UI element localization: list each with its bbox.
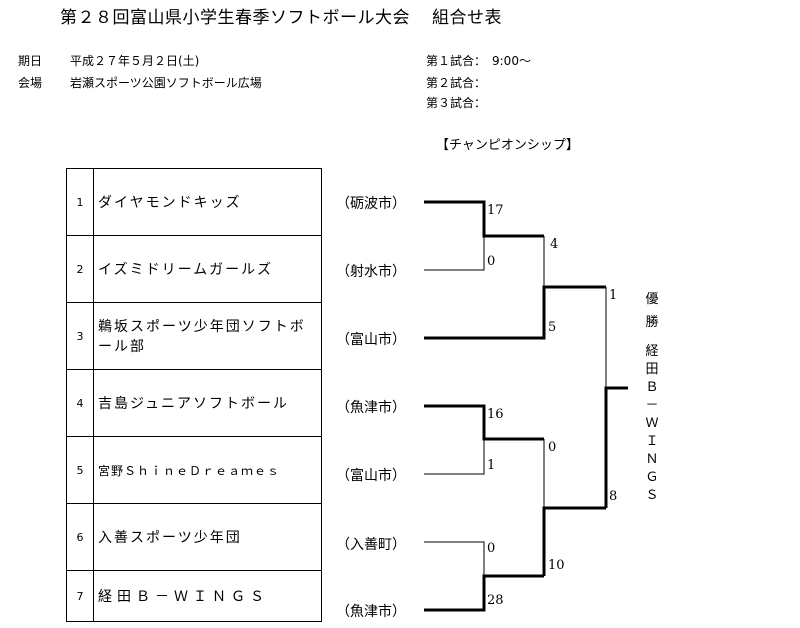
- team-row: 4 吉島ジュニアソフトボール: [66, 369, 322, 437]
- score-sf1-bottom: 5: [548, 320, 557, 335]
- score-sf2-bottom: 10: [548, 558, 565, 573]
- team-name: 宮野ＳｈｉｎｅＤｒｅａｍｅｓ: [93, 436, 322, 504]
- champion-name-char: －: [645, 398, 659, 413]
- score-m1-bottom: 0: [487, 254, 496, 269]
- venue-label: 会場: [18, 76, 43, 90]
- team-city: （砺波市）: [336, 196, 406, 212]
- bracket-title: 【チャンピオンシップ】: [436, 138, 579, 153]
- score-sf1-top: 4: [550, 237, 559, 252]
- team-city: （富山市）: [336, 332, 406, 348]
- champion-label-char: 優: [645, 292, 659, 307]
- team-name: 経田Ｂ－ＷＩＮＧＳ: [93, 570, 322, 622]
- title-sub: 組合せ表: [432, 8, 502, 28]
- date-row: 期日 平成２７年５月２日(土): [18, 52, 199, 69]
- champion-label: 優 勝: [642, 288, 662, 330]
- score-sf2-top: 0: [548, 440, 557, 455]
- champion-name-char: Ｉ: [645, 434, 659, 449]
- team-number: 5: [66, 436, 94, 504]
- team-number: 2: [66, 235, 94, 303]
- team-number: 4: [66, 369, 94, 437]
- venue-row: 会場 岩瀬スポーツ公園ソフトボール広場: [18, 74, 262, 91]
- team-row: 1 ダイヤモンドキッズ: [66, 168, 322, 236]
- page-title: 第２８回富山県小学生春季ソフトボール大会 組合せ表: [60, 3, 502, 28]
- team-city: （魚津市）: [336, 400, 406, 416]
- team-name: ダイヤモンドキッズ: [93, 168, 322, 236]
- score-final-top: 1: [609, 288, 618, 303]
- team-row: 5 宮野ＳｈｉｎｅＤｒｅａｍｅｓ: [66, 436, 322, 504]
- team-row: 7 経田Ｂ－ＷＩＮＧＳ: [66, 570, 322, 622]
- team-row: 6 入善スポーツ少年団: [66, 503, 322, 571]
- champion-label-char: 勝: [645, 315, 659, 330]
- team-name: 吉島ジュニアソフトボール: [93, 369, 322, 437]
- team-city: （富山市）: [336, 468, 406, 484]
- team-city: （射水市）: [336, 264, 406, 280]
- match1-time: 第１試合： 9:00～: [426, 54, 531, 68]
- team-name: 鵜坂スポーツ少年団ソフトボール部: [93, 302, 322, 370]
- team-table: 1 ダイヤモンドキッズ 2 イズミドリームガールズ 3 鵜坂スポーツ少年団ソフト…: [66, 168, 322, 622]
- score-m3-top: 0: [487, 541, 496, 556]
- champion-name-char: Ｗ: [645, 416, 659, 431]
- team-row: 3 鵜坂スポーツ少年団ソフトボール部: [66, 302, 322, 370]
- score-m2-top: 16: [487, 407, 504, 422]
- champion-name-char: 経: [645, 344, 659, 359]
- champion-name-char: Ｎ: [645, 452, 659, 467]
- champion-name-char: 田: [645, 362, 659, 377]
- champion-name: 経 田 Ｂ － Ｗ Ｉ Ｎ Ｇ Ｓ: [642, 343, 662, 505]
- title-main: 第２８回富山県小学生春季ソフトボール大会: [60, 8, 410, 28]
- score-m1-top: 17: [487, 203, 504, 218]
- venue-value: 岩瀬スポーツ公園ソフトボール広場: [70, 76, 262, 90]
- match3-time: 第３試合：: [426, 96, 487, 110]
- champion-name-char: Ｂ: [645, 380, 659, 395]
- team-city: （魚津市）: [336, 604, 406, 620]
- team-name: 入善スポーツ少年団: [93, 503, 322, 571]
- champion-name-char: Ｇ: [645, 470, 659, 485]
- team-row: 2 イズミドリームガールズ: [66, 235, 322, 303]
- date-label: 期日: [18, 54, 43, 68]
- score-final-bottom: 8: [609, 489, 618, 504]
- date-value: 平成２７年５月２日(土): [70, 54, 200, 68]
- score-m2-bottom: 1: [487, 458, 496, 473]
- match2-time: 第２試合：: [426, 76, 487, 90]
- score-m3-bottom: 28: [487, 593, 504, 608]
- team-name: イズミドリームガールズ: [93, 235, 322, 303]
- champion-name-char: Ｓ: [645, 488, 659, 503]
- team-city: （入善町）: [336, 537, 406, 553]
